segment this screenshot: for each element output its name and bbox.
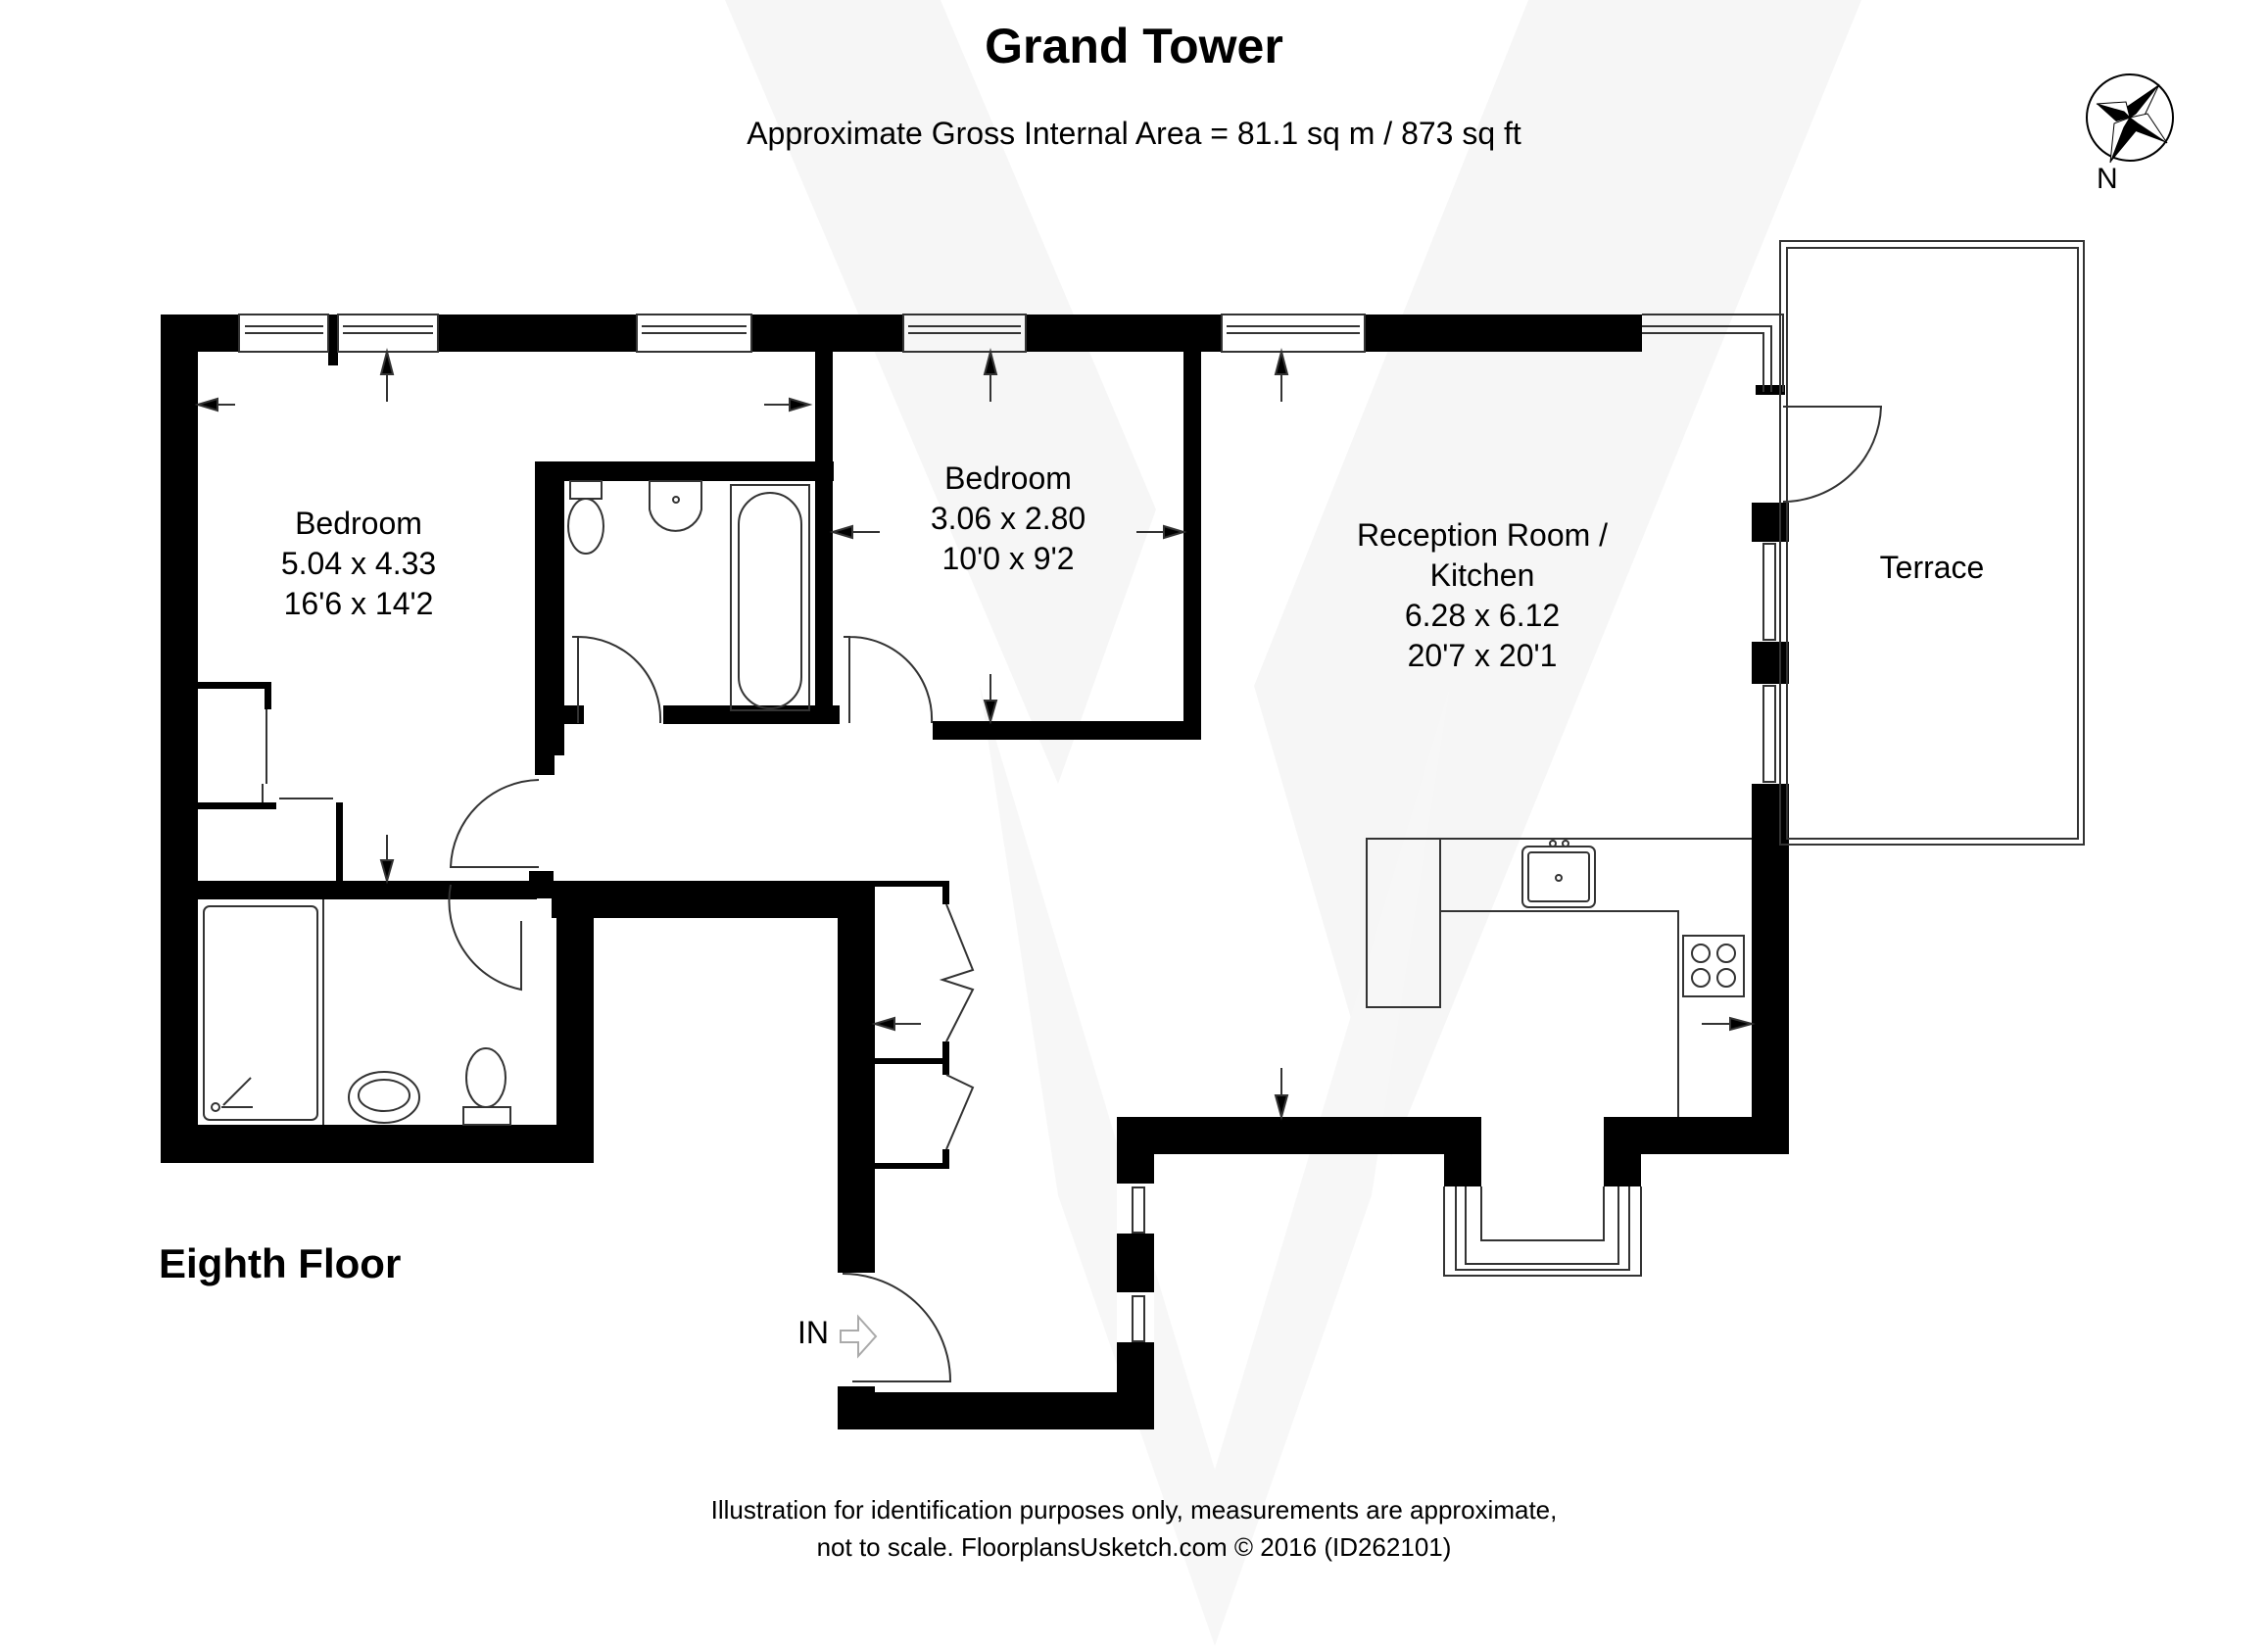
entrance-arrow-icon	[840, 1314, 878, 1359]
room-label-terrace: Terrace	[1879, 550, 1985, 585]
plan-title: Grand Tower	[985, 19, 1283, 73]
room-label-bedroom-2: Bedroom 3.06 x 2.80 10'0 x 9'2	[930, 460, 1086, 576]
floor-label: Eighth Floor	[159, 1240, 402, 1286]
room-label-reception-kitchen: Reception Room / Kitchen 6.28 x 6.12 20'…	[1356, 517, 1609, 673]
north-compass-icon	[2086, 73, 2174, 164]
entrance-label: IN	[797, 1315, 829, 1350]
north-label: N	[2097, 163, 2118, 195]
room-label-bedroom-1: Bedroom 5.04 x 4.33 16'6 x 14'2	[280, 506, 437, 621]
disclaimer-footer: Illustration for identification purposes…	[710, 1495, 1558, 1562]
gross-area-text: Approximate Gross Internal Area = 81.1 s…	[747, 116, 1521, 151]
